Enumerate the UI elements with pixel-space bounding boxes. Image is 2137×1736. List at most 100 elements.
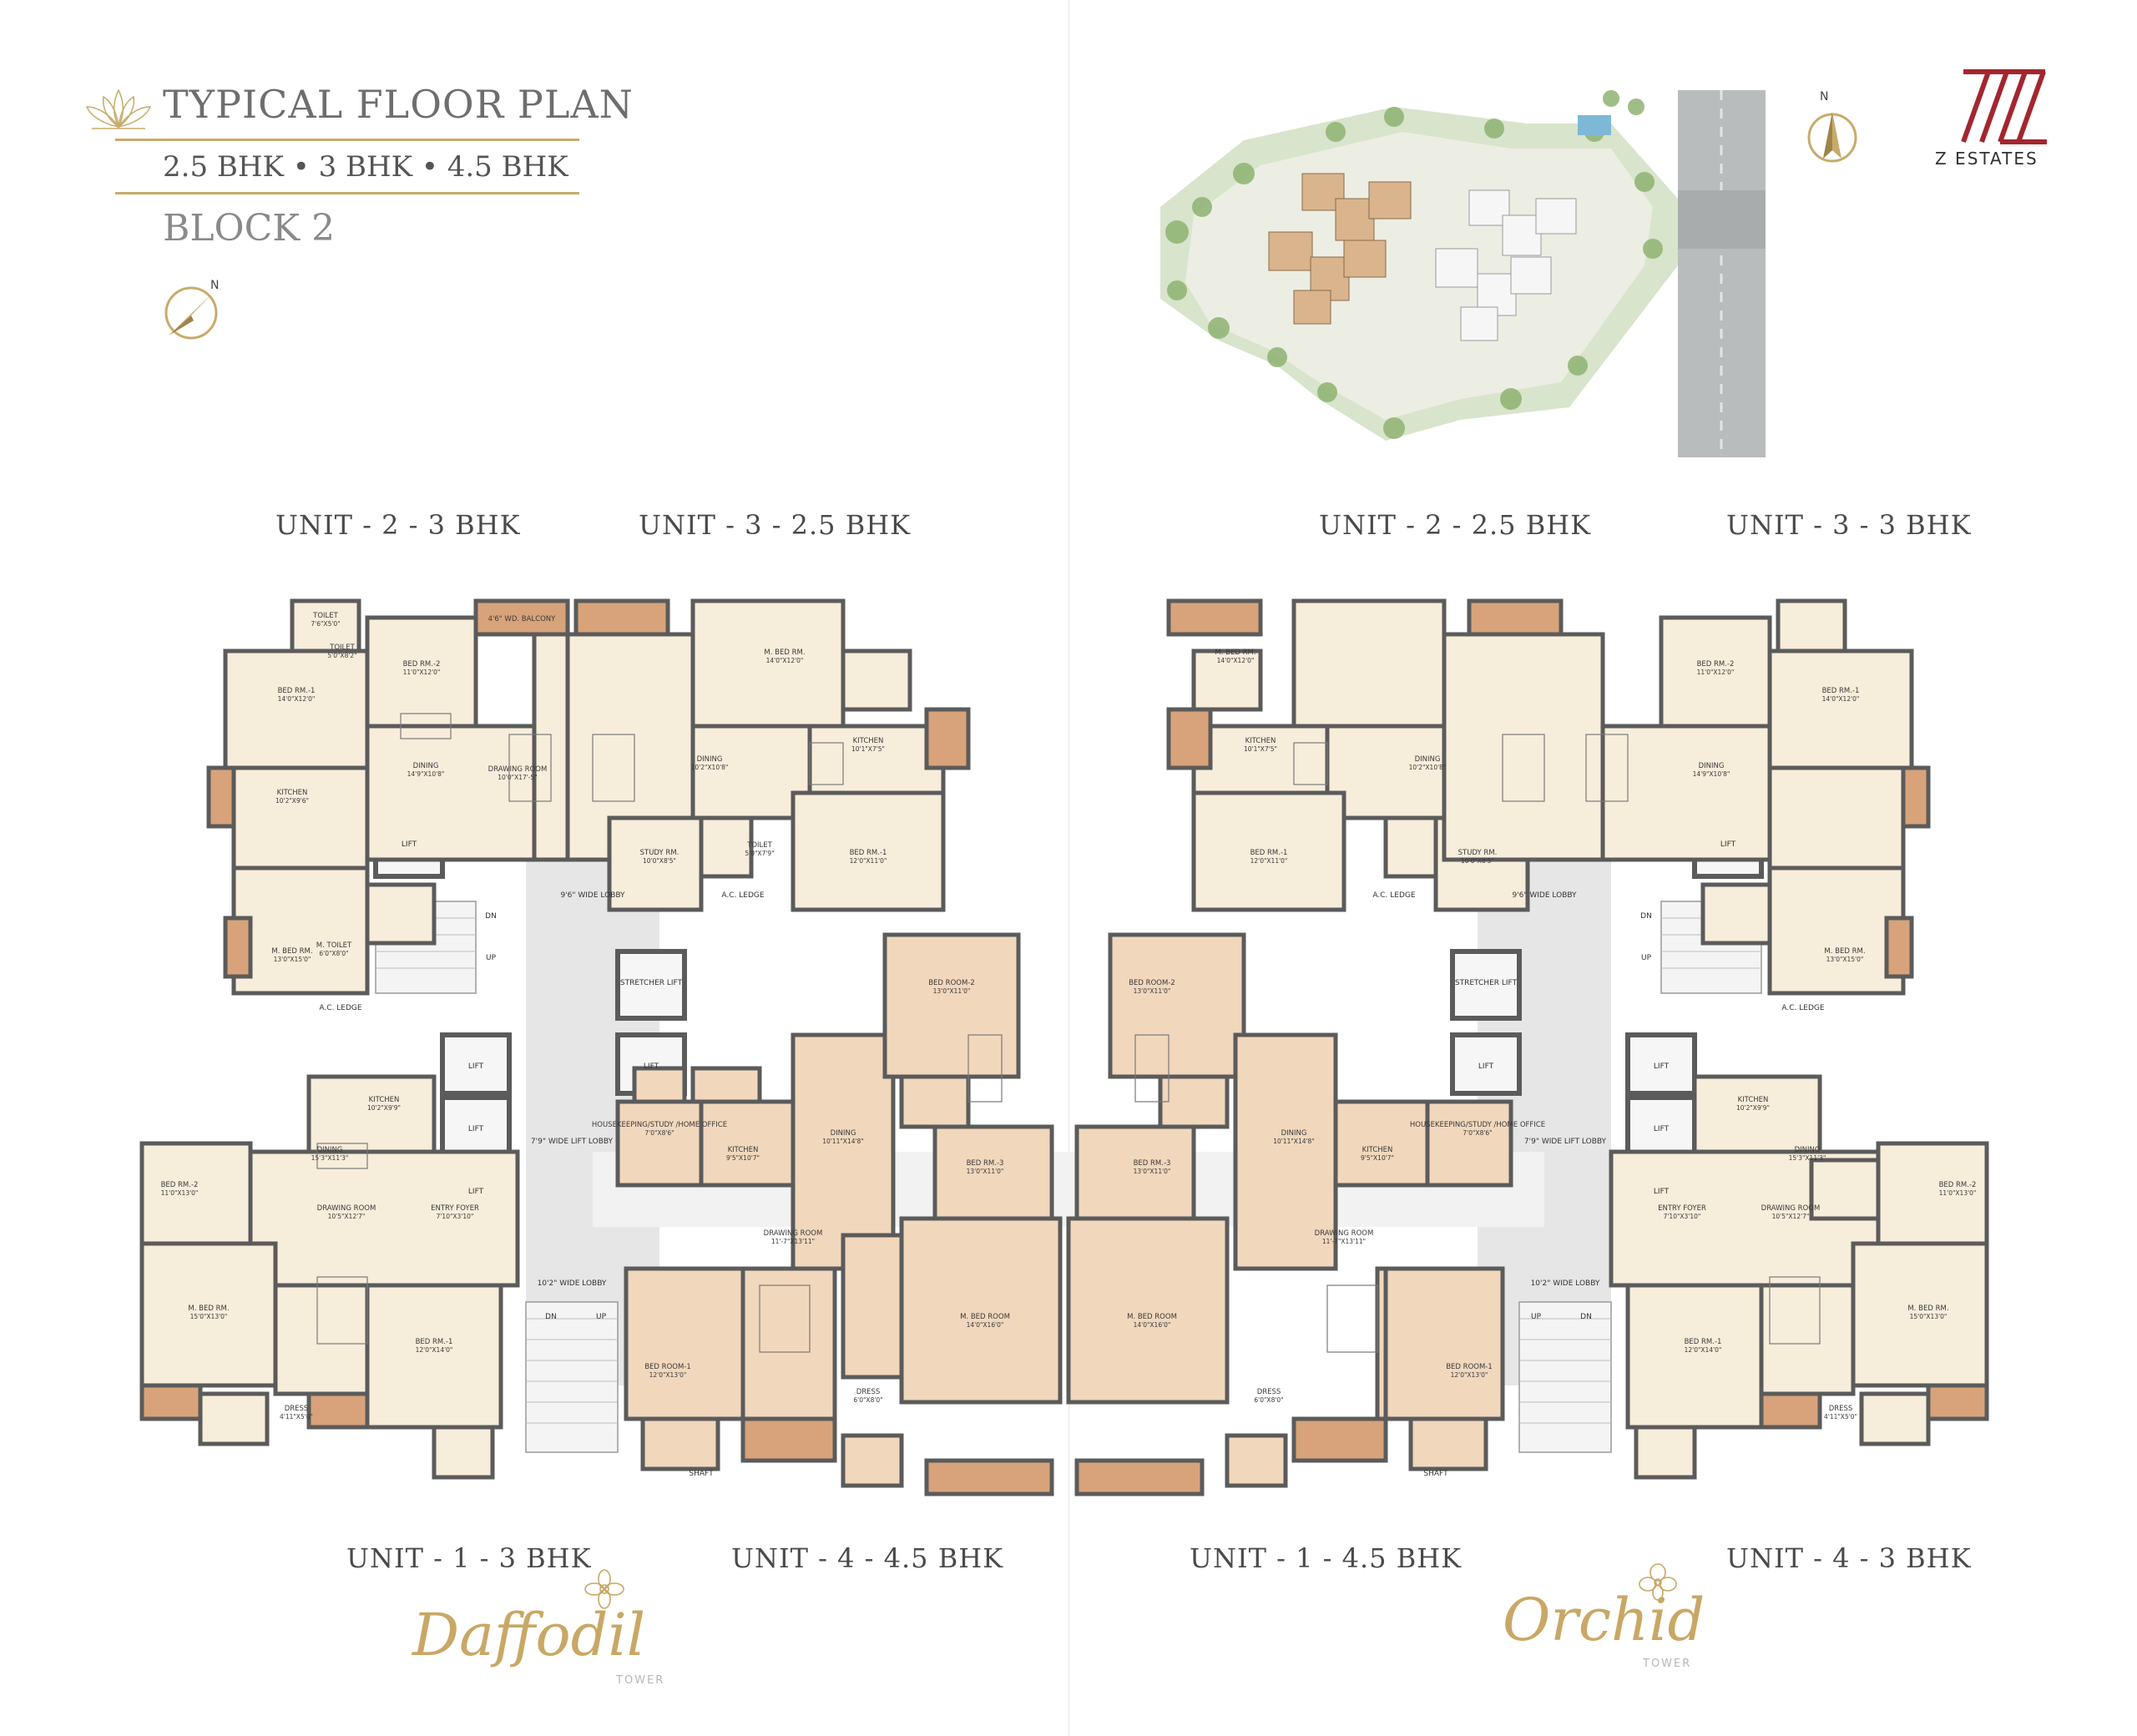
room-label-m-bed-rm-r: M. BED RM. xyxy=(1215,648,1255,657)
stair-up-left: UP xyxy=(486,954,497,962)
room-dim-drawing-room-3-r: 10'5"X12'7" xyxy=(1772,1213,1810,1220)
z-estates-logo xyxy=(1961,69,2047,144)
room-label-dining-4: DINING xyxy=(317,1146,343,1154)
room-dim-bed-rm-1b: 12'0"X11'0" xyxy=(850,857,887,865)
unit-label-top-right-2: UNIT - 3 - 3 BHK xyxy=(1726,509,1972,541)
room-dim-dining-3-r: 10'11"X14'8" xyxy=(1273,1138,1315,1145)
room-dim-bed-rm-2-r: 11'0"X12'0" xyxy=(1697,669,1735,676)
title-rule-bottom xyxy=(115,192,579,194)
unit-1-3bhk-left xyxy=(139,1074,520,1480)
room-dim-bed-rm-1c: 12'0"X14'0" xyxy=(416,1346,453,1354)
stair-up-right: UP xyxy=(1641,954,1652,962)
room-label-entry-foyer-r: ENTRY FOYER xyxy=(1658,1204,1706,1213)
room-label-dress-2: DRESS xyxy=(285,1405,309,1413)
stretcher-lift-label-left: STRETCHER LIFT xyxy=(620,979,683,987)
ac-ledge-label-4: A.C. LEDGE xyxy=(1781,1004,1824,1012)
stair-dn-right: DN xyxy=(1640,912,1652,921)
lift-label-5: LIFT xyxy=(644,1062,659,1071)
room-label-dining-3-r: DINING xyxy=(1281,1129,1307,1138)
room-dim-bed-room-1: 12'0"X13'0" xyxy=(649,1371,687,1379)
room-dim-kitchen: 10'2"X9'6" xyxy=(275,797,309,805)
room-label-bed-rm-1: BED RM.-1 xyxy=(278,687,316,695)
room-label-m-bed-room: M. BED ROOM xyxy=(960,1313,1010,1321)
tower-name-orchid: Orchid xyxy=(1503,1586,1705,1654)
room-label-dress: DRESS xyxy=(856,1388,881,1396)
room-dim-dining: 14'9"X10'8" xyxy=(407,770,445,778)
compass-icon xyxy=(164,286,218,340)
room-dim-dining-4: 15'3"X11'3" xyxy=(311,1154,349,1162)
room-dim-study-rm-r: 10'0"X8'5" xyxy=(1461,857,1494,865)
room-label-m-bed-rm: M. BED RM. xyxy=(271,947,312,956)
room-label-bed-rm-1b-r: BED RM.-1 xyxy=(1822,687,1860,695)
room-label-kitchen-4-r: KITCHEN xyxy=(1738,1096,1769,1104)
room-dim-kitchen-3: 9'5"X10'7" xyxy=(726,1154,760,1162)
room-dim-bed-rm-3-r: 13'0"X11'0" xyxy=(1134,1168,1171,1175)
room-dim-dress-2: 4'11"X5'0" xyxy=(280,1413,313,1421)
room-label-bed-rm-2-r: BED RM.-2 xyxy=(1697,660,1735,669)
shaft-label-2: SHAFT xyxy=(1423,1470,1448,1478)
room-label-bed-rm-2b-r: BED RM.-2 xyxy=(1939,1181,1977,1189)
stair-up-bottom-right: UP xyxy=(1531,1313,1542,1321)
room-label-bed-rm-1c: BED RM.-1 xyxy=(416,1338,453,1346)
room-label-toilet-2: TOILET xyxy=(329,643,355,652)
block-label: BLOCK 2 xyxy=(163,207,336,250)
room-dim-toilet-2: 5'0"X8'2" xyxy=(327,652,356,659)
site-compass-north-label: N xyxy=(1820,90,1829,103)
ac-ledge-label-2: A.C. LEDGE xyxy=(721,891,764,900)
room-dim-dining-2-r: 14'9"X10'8" xyxy=(1693,770,1730,778)
lift-lobby-right: 7'9" WIDE LIFT LOBBY xyxy=(1524,1138,1607,1146)
room-dim-dining-4-r: 15'3"X11'3" xyxy=(1789,1154,1826,1162)
unit-4-3bhk-right xyxy=(1609,1074,1989,1480)
room-dim-drawing-room-r: 11'-7"X13'11" xyxy=(1322,1238,1366,1245)
lobby-bottom-right: 10'2" WIDE LOBBY xyxy=(1531,1279,1600,1288)
daffodil-flower-icon xyxy=(584,1569,624,1609)
room-label-drawing-room: DRAWING ROOM xyxy=(488,765,548,774)
room-label-housekeeping: HOUSEKEEPING/STUDY /HOME OFFICE xyxy=(592,1121,727,1129)
room-label-toilet-3: TOILET xyxy=(746,841,772,850)
room-dim-dress-r: 6'0"X8'0" xyxy=(1254,1396,1283,1404)
room-label-housekeeping-r: HOUSEKEEPING/STUDY /HOME OFFICE xyxy=(1410,1121,1545,1129)
room-label-kitchen-r: KITCHEN xyxy=(1245,737,1276,745)
stretcher-lift-label-right: STRETCHER LIFT xyxy=(1455,979,1518,987)
room-dim-kitchen-r: 10'1"X7'5" xyxy=(1244,745,1277,753)
room-dim-bed-rm-1-r: 12'0"X11'0" xyxy=(1250,857,1288,865)
room-dim-bed-rm-1b-r: 14'0"X12'0" xyxy=(1822,695,1860,703)
lobby-top-right: 9'6" WIDE LOBBY xyxy=(1512,891,1577,900)
room-label-bed-rm-1c-r: BED RM.-1 xyxy=(1685,1338,1722,1346)
room-dim-m-bed-rm-2: 14'0"X12'0" xyxy=(766,657,804,664)
room-label-kitchen-4: KITCHEN xyxy=(369,1096,400,1104)
room-label-dining-r: DINING xyxy=(1415,755,1441,764)
room-label-dining-2: DINING xyxy=(697,755,723,764)
room-dim-kitchen-4-r: 10'2"X9'9" xyxy=(1736,1104,1770,1112)
room-dim-dress: 6'0"X8'0" xyxy=(853,1396,882,1404)
room-dim-m-bed-rm-2-r: 13'0"X15'0" xyxy=(1826,956,1864,963)
page-title: TYPICAL FLOOR PLAN xyxy=(163,82,634,127)
room-dim-bed-room-2-r: 13'0"X11'0" xyxy=(1134,987,1171,995)
room-dim-kitchen-3-r: 9'5"X10'7" xyxy=(1361,1154,1394,1162)
room-label-m-bed-rm-2-r: M. BED RM. xyxy=(1824,947,1865,956)
unit-label-top-left-1: UNIT - 2 - 3 BHK xyxy=(275,509,521,541)
room-label-m-bed-room-r: M. BED ROOM xyxy=(1127,1313,1177,1321)
lift-label-6: LIFT xyxy=(1478,1062,1494,1071)
room-label-study-rm-r: STUDY RM. xyxy=(1458,849,1498,857)
room-label-entry-foyer: ENTRY FOYER xyxy=(431,1204,479,1213)
room-dim-housekeeping-r: 7'0"X8'6" xyxy=(1463,1129,1492,1137)
lobby-top-left: 9'6" WIDE LOBBY xyxy=(560,891,625,900)
room-label-bed-room-2-r: BED ROOM-2 xyxy=(1129,979,1175,987)
stair-dn-left: DN xyxy=(485,912,497,921)
room-dim-kitchen-4: 10'2"X9'9" xyxy=(367,1104,401,1112)
room-label-dining: DINING xyxy=(413,762,439,770)
lift-lobby-left: 7'9" WIDE LIFT LOBBY xyxy=(531,1138,614,1146)
lift-label-2: LIFT xyxy=(468,1062,484,1071)
orchid-flower-icon xyxy=(1639,1563,1677,1601)
room-dim-toilet-3: 5'0"X7'9" xyxy=(745,850,774,857)
room-dim-bed-room-1-r: 12'0"X13'0" xyxy=(1451,1371,1488,1379)
room-label-drawing-room-3: DRAWING ROOM xyxy=(317,1204,376,1213)
furniture xyxy=(316,713,1821,1353)
room-label-bed-room-1-r: BED ROOM-1 xyxy=(1446,1363,1493,1371)
room-label-m-bed-rm-3: M. BED RM. xyxy=(188,1305,229,1313)
room-dim-m-bed-rm-3: 15'0"X13'0" xyxy=(190,1313,228,1320)
lift-label-4: LIFT xyxy=(468,1188,484,1196)
ac-ledge-label-1: A.C. LEDGE xyxy=(319,1004,361,1012)
room-label-bed-room-1: BED ROOM-1 xyxy=(644,1363,691,1371)
